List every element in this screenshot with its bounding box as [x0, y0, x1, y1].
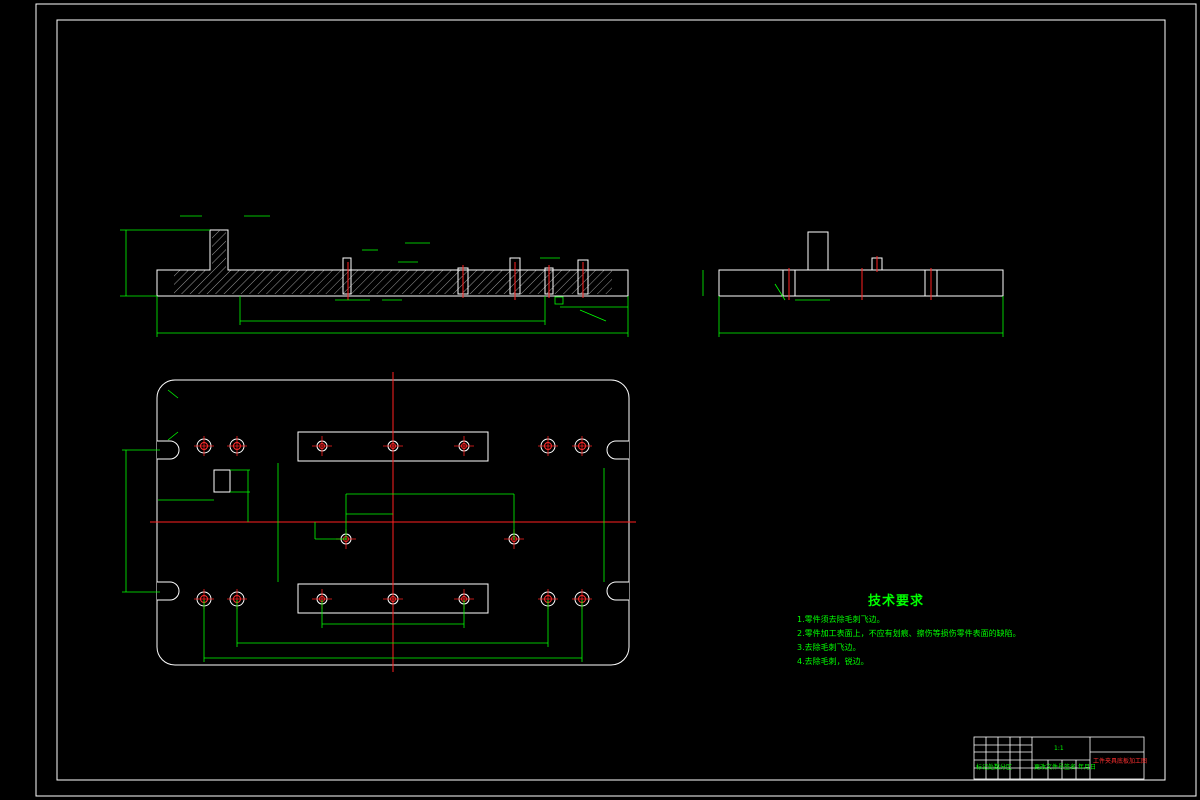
hole-top-left-2: [227, 436, 247, 456]
title-block-field-6: 年月日: [1078, 764, 1097, 771]
tech-requirements-title: 技术要求: [868, 594, 925, 609]
title-block-field-2: 处数: [988, 764, 1001, 771]
section-hatch: [174, 270, 612, 294]
hole-top-left-1: [194, 436, 214, 456]
title-block: [973, 736, 1145, 780]
title-block-field-4: 更改文件号: [1034, 764, 1065, 771]
side-outline: [718, 269, 1004, 297]
front-dimensions: [120, 215, 629, 337]
outer-frame: [35, 3, 1197, 797]
hole-upper-strip-2: [383, 436, 403, 456]
hole-lower-strip-2: [383, 589, 403, 609]
tech-requirement-2: 2.零件加工表面上，不应有划痕、擦伤等损伤零件表面的缺陷。: [797, 629, 1021, 638]
title-block-scale: 1:1: [1054, 745, 1064, 752]
hole-upper-strip-3: [454, 436, 474, 456]
title-block-field-5: 签名: [1064, 764, 1077, 771]
tech-requirement-3: 3.去除毛刺飞边。: [797, 643, 861, 652]
front-section-view: [156, 229, 629, 300]
inner-frame: [56, 19, 1166, 781]
hole-upper-strip-1: [312, 436, 332, 456]
tech-requirement-4: 4.去除毛刺，锐边。: [797, 657, 869, 666]
title-block-field-3: 分区: [1000, 764, 1013, 771]
tech-requirement-1: 1.零件须去除毛刺飞边。: [797, 615, 885, 624]
front-outline: [156, 229, 629, 297]
locating-block: [213, 469, 231, 493]
title-block-drawing-name: 工件夹具底板加工图: [1093, 758, 1148, 765]
hole-top-right-1: [538, 436, 558, 456]
hole-top-right-2: [572, 436, 592, 456]
top-view: [150, 372, 636, 672]
side-dimensions: [702, 270, 1004, 337]
title-block-field-1: 标记: [976, 764, 989, 771]
side-view: [718, 231, 1004, 300]
top-dimensions: [122, 389, 605, 662]
